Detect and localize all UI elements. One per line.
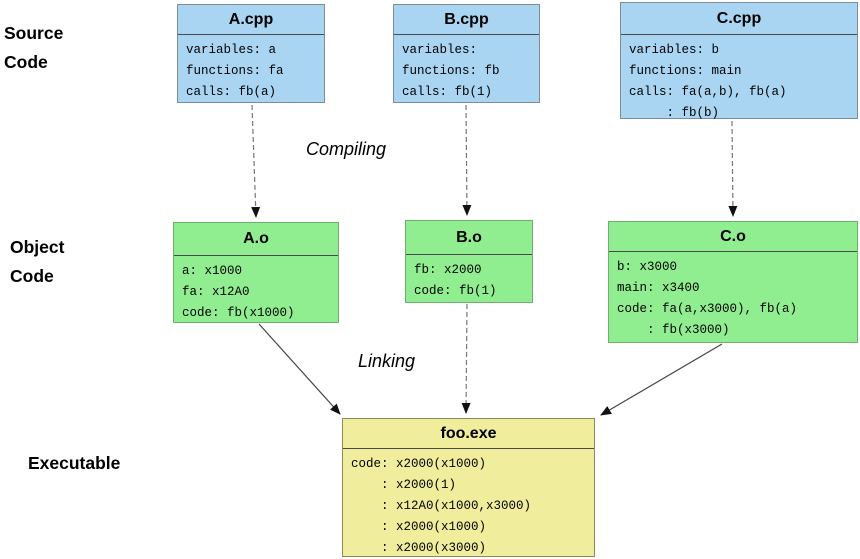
- arrow-acpp-to-ao: [251, 104, 261, 218]
- code-line: functions: fa: [186, 64, 284, 78]
- box-b-cpp-body: variables: functions: fb calls: fb(1): [394, 35, 539, 103]
- code-line: functions: main: [629, 64, 742, 78]
- arrow-bcpp-to-bo: [462, 104, 472, 216]
- box-foo-exe-title: foo.exe: [343, 419, 594, 449]
- code-line: b: x3000: [617, 260, 678, 274]
- box-a-o-title: A.o: [174, 223, 338, 256]
- box-c-o-body: b: x3000 main: x3400 code: fa(a,x3000), …: [609, 252, 857, 342]
- label-linking: Linking: [358, 351, 416, 371]
- code-line: calls: fa(a,b), fb(a): [629, 85, 787, 99]
- label-source-code-line2: Code: [4, 52, 48, 72]
- label-object-code-line2: Code: [10, 266, 54, 286]
- code-line: variables: a: [186, 43, 277, 57]
- arrow-ao-to-fooexe: [258, 323, 341, 415]
- box-a-cpp-title: A.cpp: [178, 5, 324, 35]
- code-line: calls: fb(a): [186, 85, 277, 99]
- code-line: fa: x12A0: [182, 285, 250, 299]
- code-line: : fb(b): [629, 106, 720, 120]
- box-foo-exe: foo.exe code: x2000(x1000) : x2000(1) : …: [342, 418, 595, 557]
- code-line: code: fb(x1000): [182, 306, 295, 320]
- code-line: : x2000(x1000): [351, 520, 487, 534]
- code-line: fb: x2000: [414, 263, 482, 277]
- label-compiling: Compiling: [306, 139, 387, 159]
- code-line: calls: fb(1): [402, 85, 493, 99]
- arrow-ccpp-to-co: [728, 120, 738, 217]
- box-b-o-body: fb: x2000 code: fb(1): [406, 255, 532, 302]
- code-line: code: fb(1): [414, 284, 497, 298]
- label-object-code-line1: Object: [10, 237, 65, 257]
- arrow-bo-to-fooexe: [461, 303, 471, 414]
- label-object-code: Object Code: [10, 233, 64, 291]
- box-c-o-title: C.o: [609, 222, 857, 252]
- code-line: : fb(x3000): [617, 323, 730, 337]
- box-foo-exe-body: code: x2000(x1000) : x2000(1) : x12A0(x1…: [343, 449, 594, 559]
- code-line: main: x3400: [617, 281, 700, 295]
- box-b-o: B.o fb: x2000 code: fb(1): [405, 220, 533, 303]
- code-line: code: x2000(x1000): [351, 457, 487, 471]
- box-c-o: C.o b: x3000 main: x3400 code: fa(a,x300…: [608, 221, 858, 343]
- box-c-cpp: C.cpp variables: b functions: main calls…: [620, 2, 858, 120]
- label-executable: Executable: [28, 453, 121, 473]
- box-c-cpp-body: variables: b functions: main calls: fa(a…: [621, 35, 857, 124]
- arrow-co-to-fooexe: [600, 343, 723, 416]
- box-b-o-title: B.o: [406, 221, 532, 255]
- code-line: variables: b: [629, 43, 720, 57]
- code-line: : x2000(x3000): [351, 541, 487, 555]
- label-source-code: Source Code: [4, 19, 63, 77]
- label-source-code-line1: Source: [4, 23, 64, 43]
- box-b-cpp-title: B.cpp: [394, 5, 539, 35]
- code-line: : x2000(1): [351, 478, 457, 492]
- code-line: code: fa(a,x3000), fb(a): [617, 302, 798, 316]
- code-line: a: x1000: [182, 264, 243, 278]
- box-a-cpp: A.cpp variables: a functions: fa calls: …: [177, 4, 325, 103]
- box-a-cpp-body: variables: a functions: fa calls: fb(a): [178, 35, 324, 103]
- box-a-o: A.o a: x1000 fa: x12A0 code: fb(x1000): [173, 222, 339, 323]
- code-line: functions: fb: [402, 64, 500, 78]
- box-a-o-body: a: x1000 fa: x12A0 code: fb(x1000): [174, 256, 338, 324]
- box-b-cpp: B.cpp variables: functions: fb calls: fb…: [393, 4, 540, 103]
- code-line: : x12A0(x1000,x3000): [351, 499, 532, 513]
- code-line: variables:: [402, 43, 478, 57]
- box-c-cpp-title: C.cpp: [621, 3, 857, 35]
